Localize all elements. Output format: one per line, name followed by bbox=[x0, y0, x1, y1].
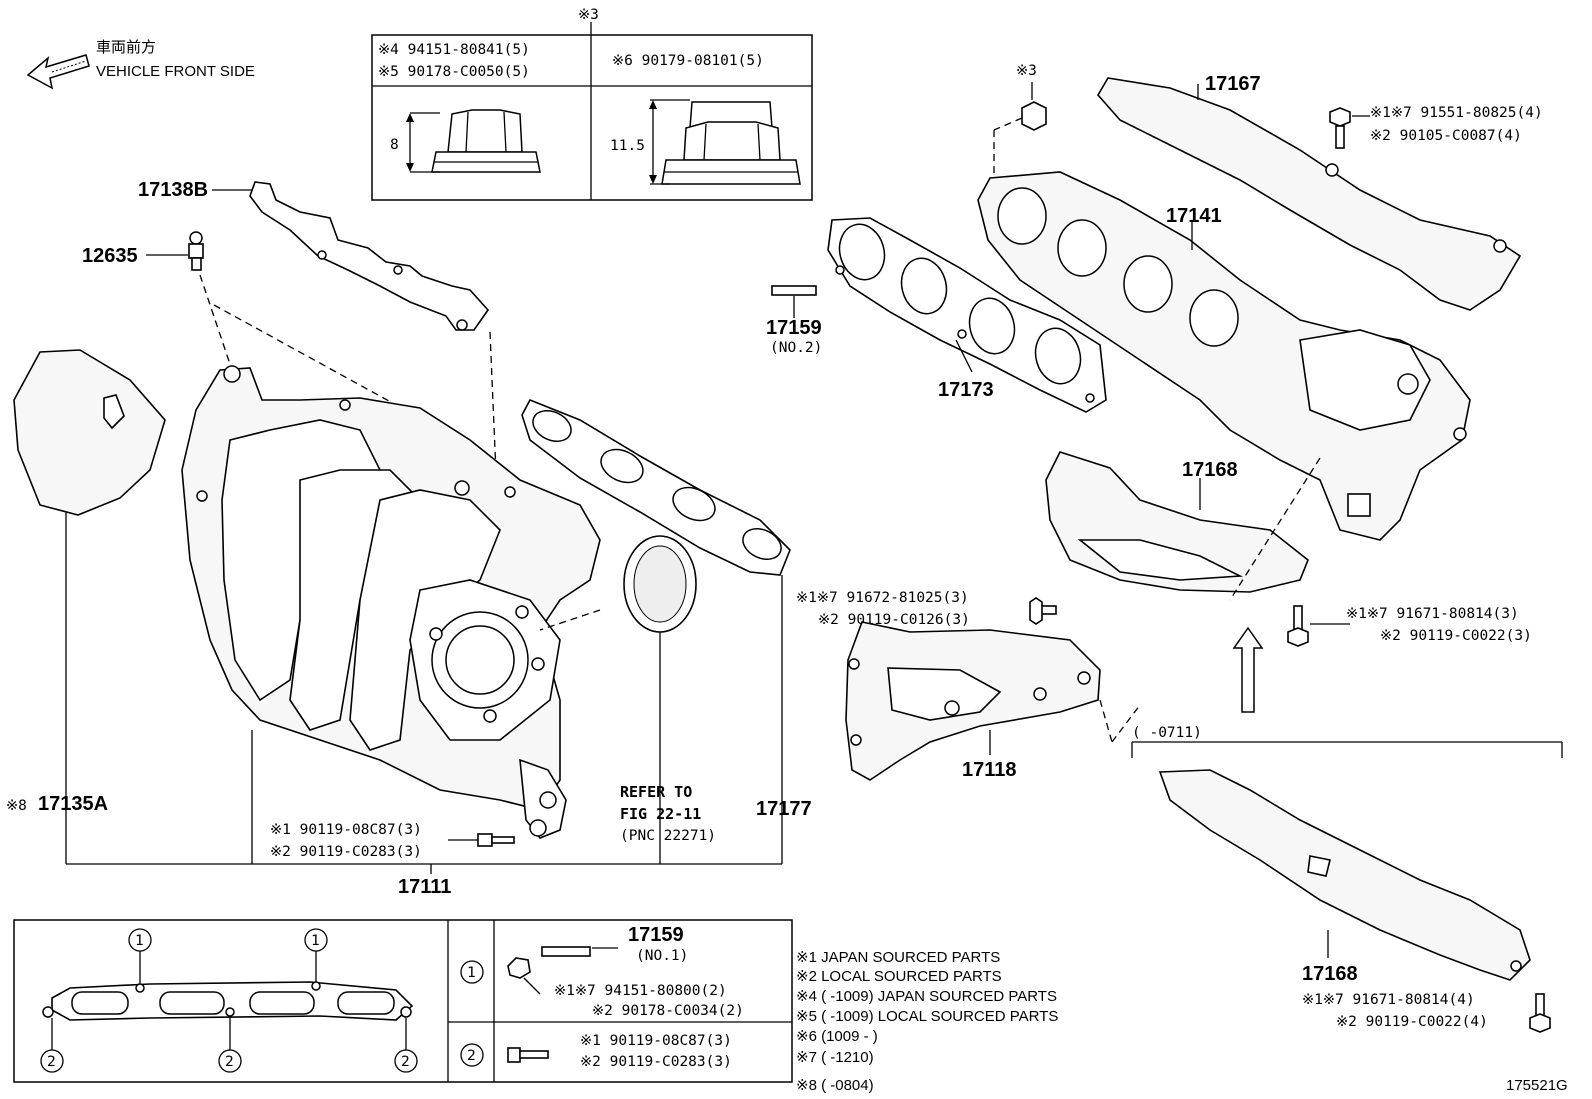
bracket-17138B bbox=[249, 181, 490, 331]
note-1: ※1 JAPAN SOURCED PARTS bbox=[796, 949, 1000, 966]
label-17135A: 17135A bbox=[38, 793, 108, 815]
sensor-plug-12635 bbox=[188, 231, 204, 271]
row1-part: 17159 bbox=[628, 924, 684, 946]
bolt-icon bbox=[1529, 993, 1551, 1033]
bolt-17168-line1: ※1※7 91671-80814(3) bbox=[1346, 606, 1519, 622]
note-6: ※6 (1009 - ) bbox=[796, 1028, 878, 1045]
label-17138B: 17138B bbox=[138, 179, 208, 201]
intake-manifold-17111 bbox=[181, 365, 601, 839]
bolt-icon bbox=[477, 833, 515, 847]
label-17118: 17118 bbox=[962, 759, 1017, 781]
nut-table-line-4: ※4 94151-80841(5) bbox=[378, 42, 530, 58]
refer-line2: FIG 22-11 bbox=[620, 805, 701, 823]
label-17135A-mark: ※8 bbox=[6, 798, 27, 814]
nut-dim-right: 11.5 bbox=[610, 138, 645, 154]
label-17177: 17177 bbox=[756, 798, 812, 820]
flange-nut-large-icon bbox=[649, 99, 801, 185]
row-1-number: 1 bbox=[467, 965, 476, 981]
heat-insulator-17167 bbox=[1097, 77, 1522, 311]
nut-icon bbox=[1021, 101, 1047, 131]
row-2-number: 2 bbox=[467, 1048, 476, 1064]
bolt-icon bbox=[1029, 597, 1057, 625]
gasket-stud-table: 1 1 2 2 2 1 2 17159 (NO.1) ※1※7 94151-80… bbox=[13, 919, 793, 1083]
label-17159-sub: (NO.2) bbox=[770, 340, 822, 356]
row2-line2: ※2 90119-C0283(3) bbox=[580, 1054, 732, 1070]
note-7: ※7 ( -1210) bbox=[796, 1049, 874, 1066]
nut-dim-left: 8 bbox=[390, 137, 399, 153]
gasket-callout-2c: 2 bbox=[401, 1054, 410, 1070]
bolt-lower-line1: ※1※7 91671-80814(4) bbox=[1302, 992, 1475, 1008]
refer-line1: REFER TO bbox=[620, 783, 692, 801]
figure-id: 175521G bbox=[1506, 1077, 1568, 1094]
note-5: ※5 ( -1009) LOCAL SOURCED PARTS bbox=[796, 1008, 1058, 1025]
nut-table-marker: ※3 bbox=[578, 7, 599, 23]
bolt-17168-line2: ※2 90119-C0022(3) bbox=[1380, 628, 1532, 644]
gasket-callout-1a: 1 bbox=[135, 933, 144, 949]
bolt-17167-line2: ※2 90105-C0087(4) bbox=[1370, 128, 1522, 144]
label-17111: 17111 bbox=[398, 876, 451, 898]
bolt-17118-line2: ※2 90119-C0126(3) bbox=[818, 612, 970, 628]
label-nut3: ※3 bbox=[1016, 63, 1037, 79]
bolt-icon bbox=[1287, 605, 1309, 647]
label-12635: 12635 bbox=[82, 245, 138, 267]
note-2: ※2 LOCAL SOURCED PARTS bbox=[796, 968, 1002, 985]
label-17173: 17173 bbox=[938, 379, 994, 401]
gasket-callout-1b: 1 bbox=[311, 933, 320, 949]
engine-cover-17135A bbox=[13, 349, 166, 516]
label-17167: 17167 bbox=[1205, 73, 1261, 95]
heat-insulator-17168-lower bbox=[1158, 769, 1531, 981]
front-label-en: VEHICLE FRONT SIDE bbox=[96, 63, 255, 80]
bracket-17118 bbox=[845, 621, 1101, 781]
bolt-intake-line1: ※1 90119-08C87(3) bbox=[270, 822, 422, 838]
exhaust-manifold-17141 bbox=[977, 171, 1471, 541]
flange-nut-small-icon bbox=[406, 109, 541, 173]
bolt-17118-line1: ※1※7 91672-81025(3) bbox=[796, 590, 969, 606]
label-17168-upper: 17168 bbox=[1182, 459, 1238, 481]
throttle-gasket bbox=[623, 535, 697, 633]
refer-line3: (PNC 22271) bbox=[620, 828, 716, 844]
gasket-callout-2a: 2 bbox=[47, 1054, 56, 1070]
row1-line1: ※1※7 94151-80800(2) bbox=[554, 983, 727, 999]
notes-list: ※1 JAPAN SOURCED PARTS ※2 LOCAL SOURCED … bbox=[796, 949, 1058, 1094]
stud-icon bbox=[507, 946, 591, 979]
vehicle-front-arrow-icon bbox=[26, 54, 90, 90]
bolt-icon bbox=[507, 1047, 549, 1063]
bolt-intake-line2: ※2 90119-C0283(3) bbox=[270, 844, 422, 860]
nut-table: ※3 ※4 94151-80841(5) ※5 90178-C0050(5) ※… bbox=[371, 7, 813, 201]
bolt-lower-line2: ※2 90119-C0022(4) bbox=[1336, 1014, 1488, 1030]
nut-table-line-6: ※6 90179-08101(5) bbox=[612, 53, 764, 69]
exhaust-gasket-17173 bbox=[827, 217, 1107, 413]
bolt-icon bbox=[1329, 107, 1351, 149]
stud-17159 bbox=[771, 285, 817, 296]
note-8: ※8 ( -0804) bbox=[796, 1077, 874, 1094]
note-4: ※4 ( -1009) JAPAN SOURCED PARTS bbox=[796, 988, 1057, 1005]
gasket-17177 bbox=[521, 398, 791, 576]
row1-sub: (NO.1) bbox=[636, 948, 688, 964]
gasket-callout-2b: 2 bbox=[225, 1054, 234, 1070]
label-17159: 17159 bbox=[766, 317, 822, 339]
up-arrow-icon bbox=[1232, 626, 1264, 713]
label-17168-lower: 17168 bbox=[1302, 963, 1358, 985]
front-label-jp: 車両前方 bbox=[96, 39, 156, 56]
row2-line1: ※1 90119-08C87(3) bbox=[580, 1033, 732, 1049]
heat-insulator-17168-upper bbox=[1045, 451, 1309, 593]
bolt-17167-line1: ※1※7 91551-80825(4) bbox=[1370, 105, 1543, 121]
label-17141: 17141 bbox=[1166, 205, 1222, 227]
range-0711: ( -0711) bbox=[1132, 725, 1202, 741]
row1-line2: ※2 90178-C0034(2) bbox=[592, 1003, 744, 1019]
nut-table-line-5: ※5 90178-C0050(5) bbox=[378, 64, 530, 80]
